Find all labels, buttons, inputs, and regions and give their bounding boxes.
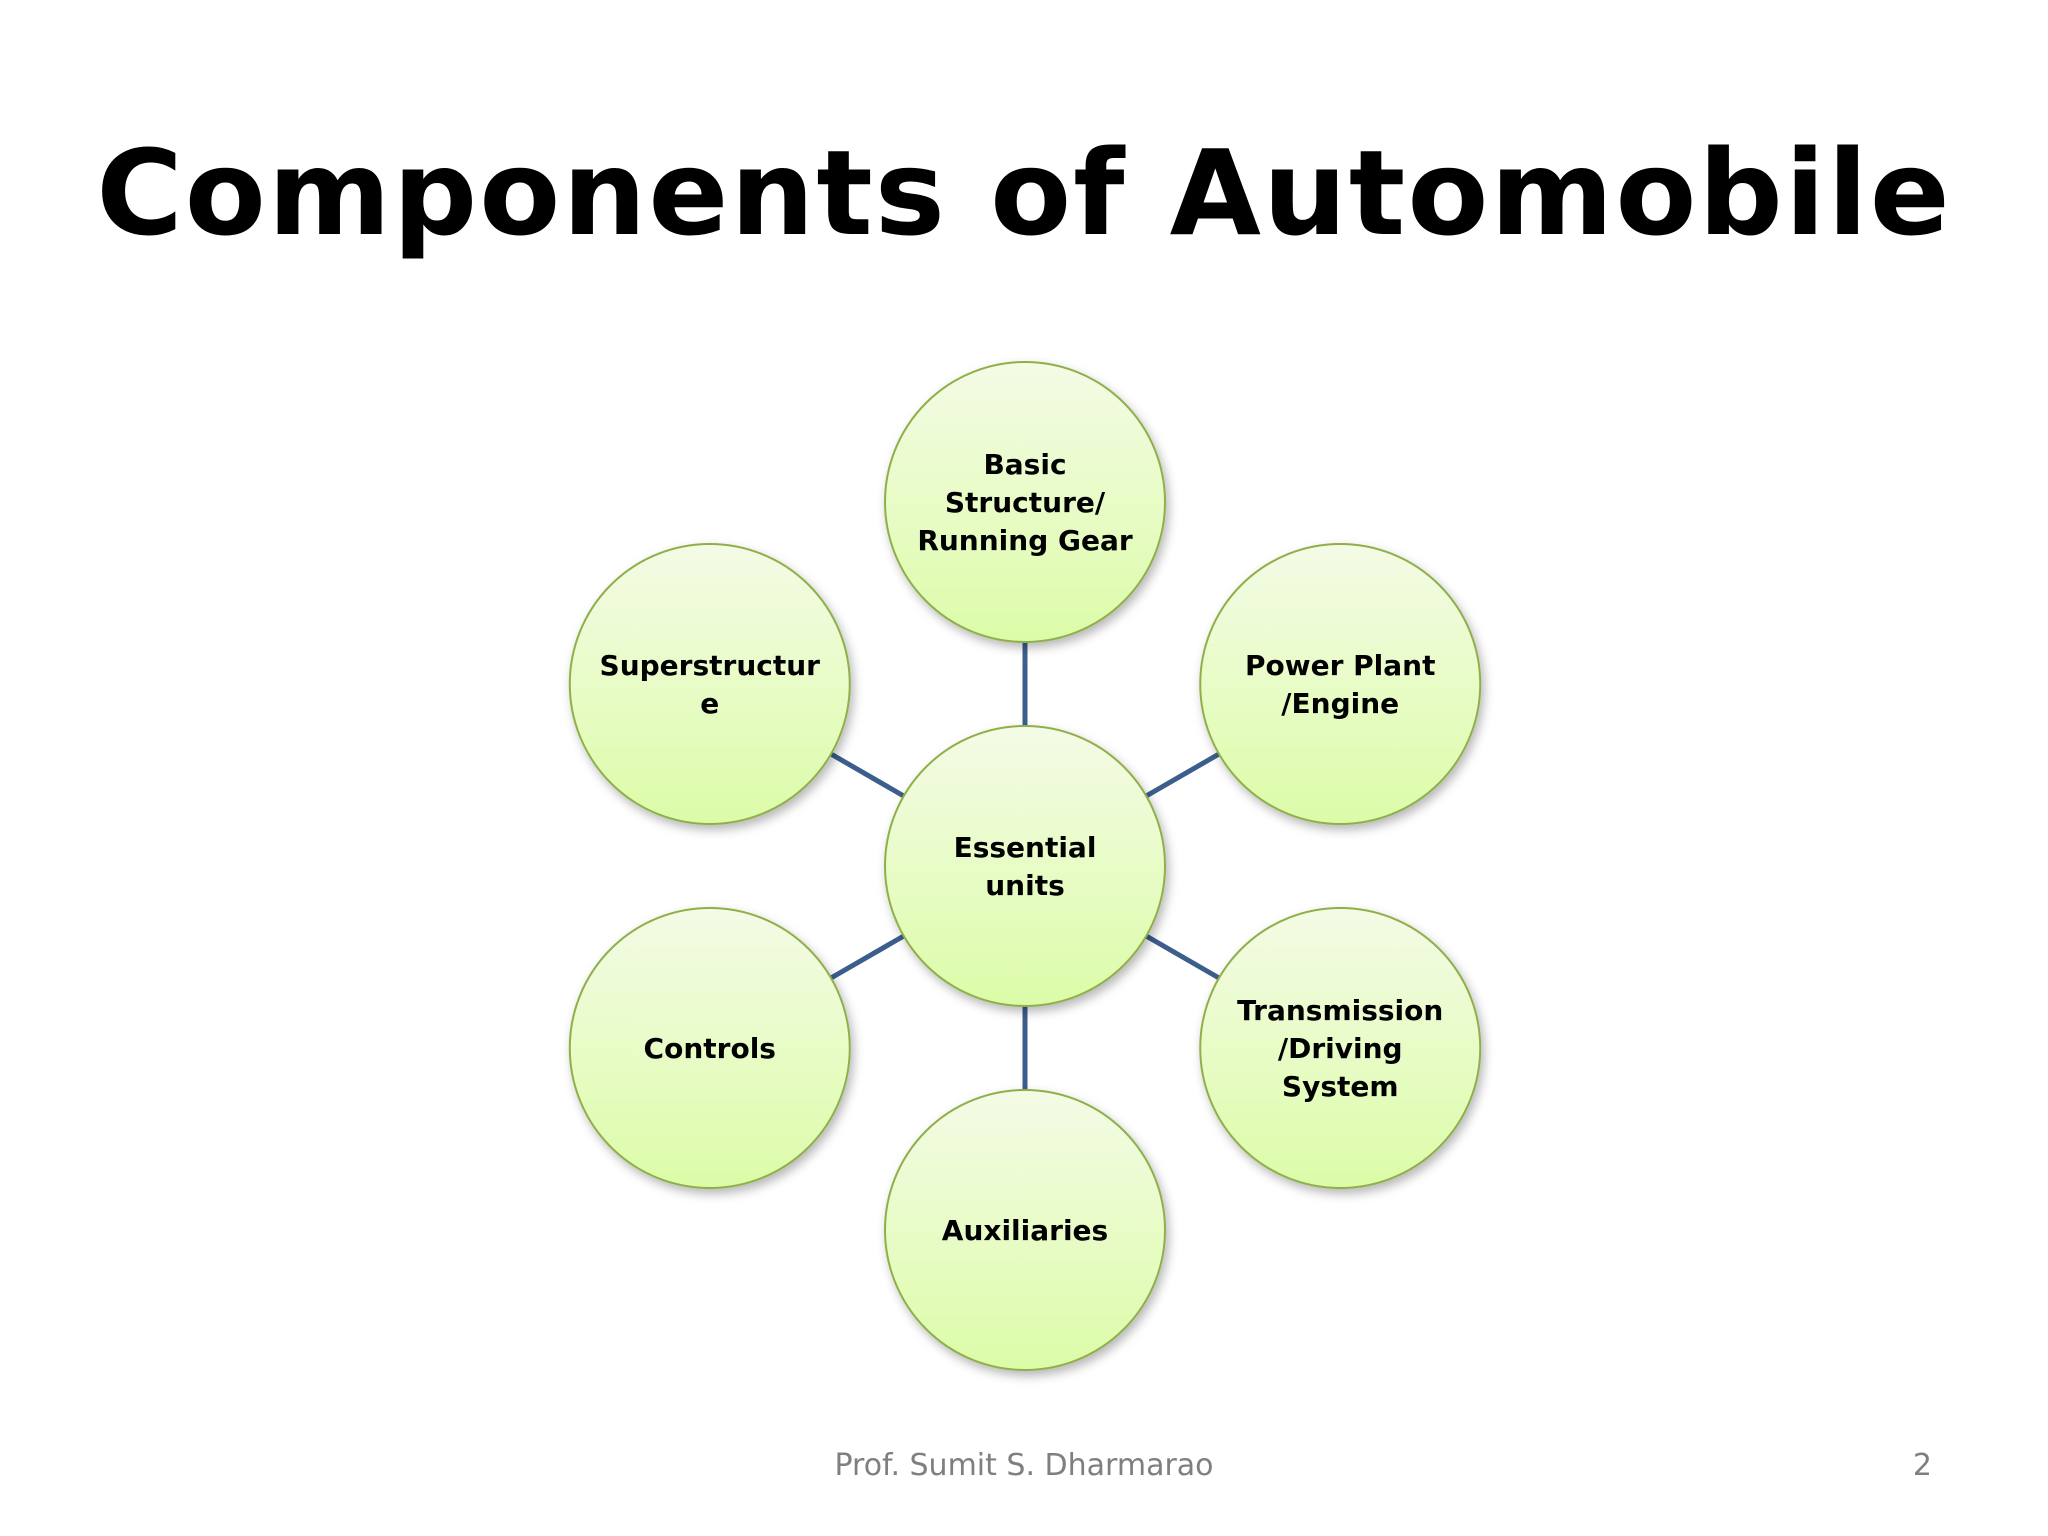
node-superstructure-label-line: e — [700, 687, 719, 720]
node-transmission-label-line: Transmission — [1237, 994, 1443, 1027]
node-power-plant-label-line: Power Plant — [1245, 649, 1436, 682]
node-auxiliaries-circle — [884, 1089, 1166, 1371]
footer-author: Prof. Sumit S. Dharmarao — [834, 1448, 1214, 1483]
node-controls-label-line: Controls — [644, 1032, 776, 1065]
connector-power-plant — [1141, 749, 1224, 801]
connector-transmission — [1141, 931, 1224, 983]
page-number: 2 — [1912, 1448, 1932, 1483]
node-power-plant-circle — [1199, 543, 1482, 825]
connector-controls — [826, 931, 909, 983]
node-power-plant: Power Plant/Engine — [1199, 543, 1482, 825]
node-superstructure-circle — [568, 543, 851, 825]
node-basic-structure-circle — [884, 361, 1166, 643]
node-transmission-label-line: System — [1282, 1070, 1399, 1103]
node-auxiliaries-label-line: Auxiliaries — [942, 1214, 1108, 1247]
node-transmission-circle — [1199, 907, 1482, 1189]
node-controls: Controls — [568, 907, 851, 1189]
node-center-circle — [884, 725, 1166, 1007]
node-center-label-line: units — [985, 869, 1065, 902]
node-basic-structure-label-line: Basic — [983, 448, 1066, 481]
node-center: Essential units — [884, 725, 1166, 1007]
node-basic-structure-label-line: Structure/ — [945, 486, 1106, 519]
node-superstructure: Superstructur e — [568, 543, 851, 825]
node-power-plant-label-line: /Engine — [1281, 687, 1399, 720]
node-basic-structure-label-line: Running Gear — [917, 524, 1133, 557]
node-transmission-label-line: /Driving — [1278, 1032, 1403, 1065]
node-controls-circle — [568, 907, 851, 1189]
node-center-label-line: Essential — [954, 831, 1097, 864]
node-auxiliaries: Auxiliaries — [884, 1089, 1166, 1371]
node-superstructure-label-line: Superstructur — [600, 649, 821, 682]
connector-superstructure — [826, 749, 909, 801]
connectors — [826, 638, 1224, 1094]
slide-title: Components of Automobile — [96, 124, 1952, 262]
